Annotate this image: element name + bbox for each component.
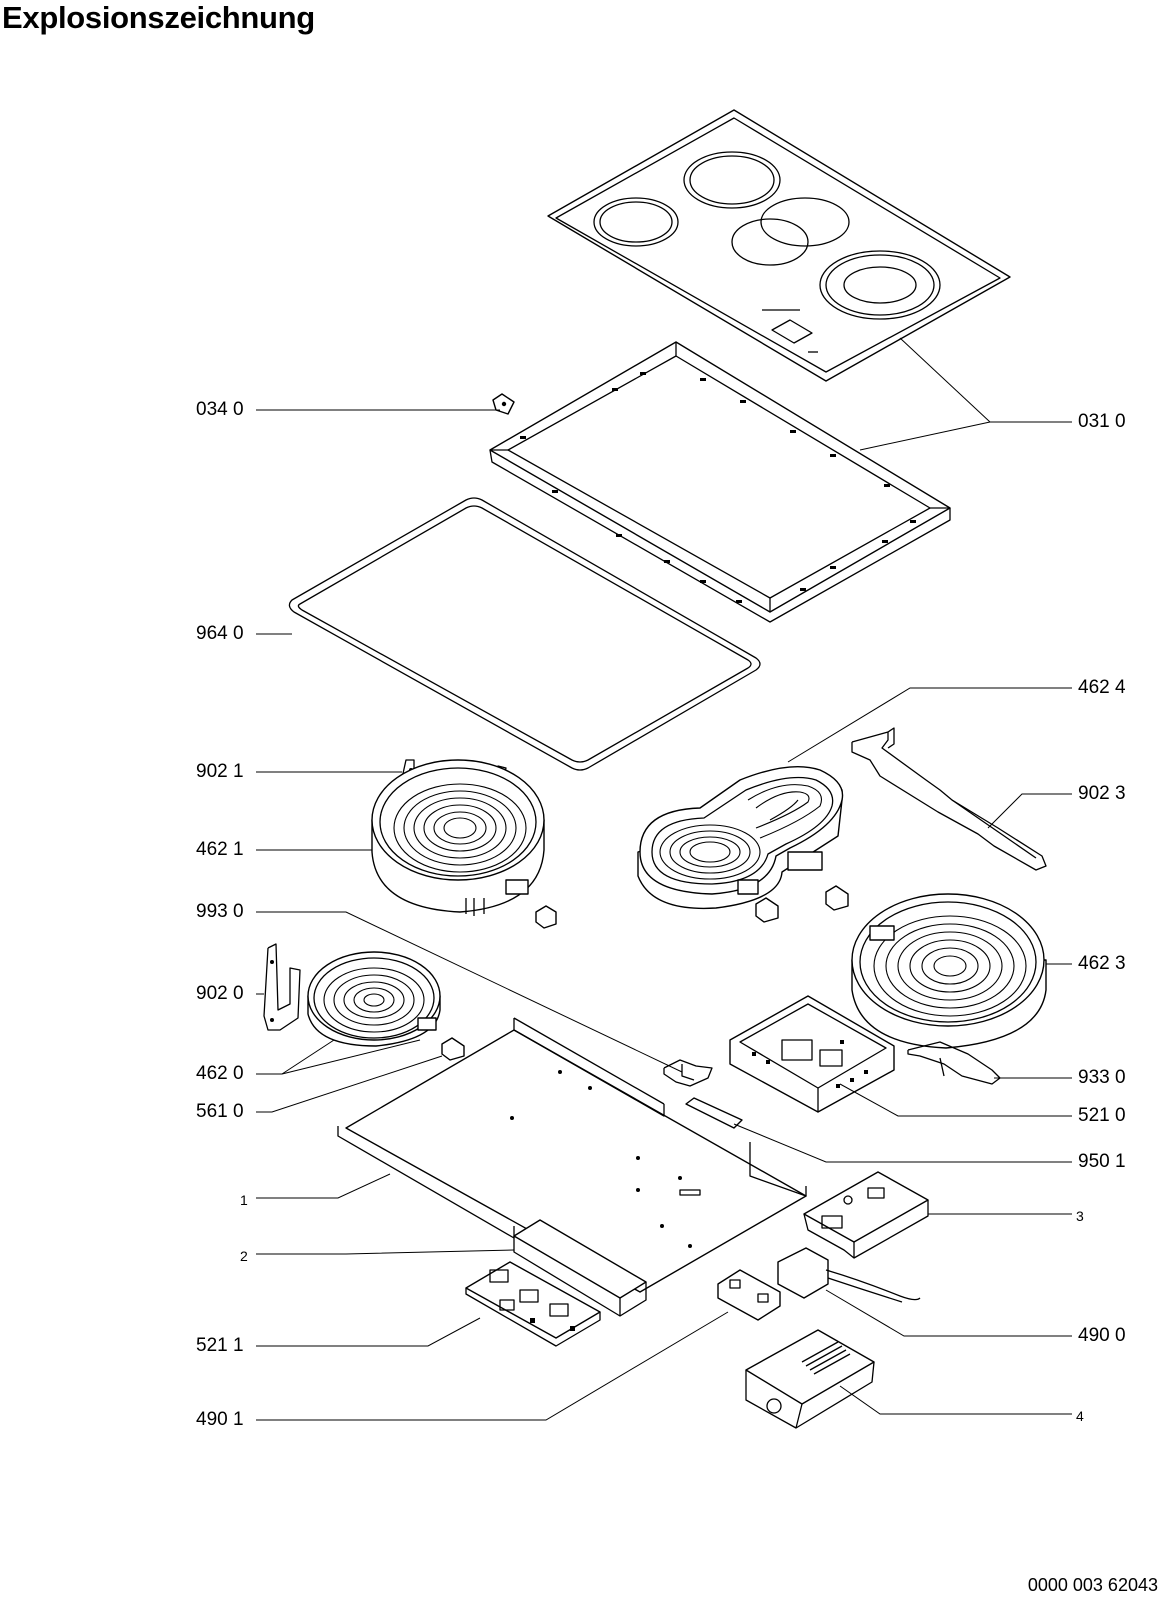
channel-part-2 [513, 1219, 647, 1317]
callout-9930: 993 0 [196, 901, 244, 922]
callout-4620: 462 0 [196, 1063, 244, 1084]
callout-4901: 490 1 [196, 1409, 244, 1430]
callout-1: 1 [240, 1192, 248, 1208]
callout-9640: 964 0 [196, 623, 244, 644]
callout-0340: 034 0 [196, 399, 244, 420]
trim-strip-9501 [685, 1097, 743, 1129]
callout-4900: 490 0 [1078, 1325, 1126, 1346]
radiant-heater-4623 [851, 893, 1047, 1049]
clip-9930 [663, 1059, 713, 1087]
frame-seal [288, 497, 761, 771]
housing-part-3 [803, 1171, 929, 1259]
diagram-title: Explosionszeichnung [2, 0, 315, 35]
cooktop-frame [489, 341, 951, 623]
callout-9023: 902 3 [1078, 783, 1126, 804]
bracket-9020 [263, 943, 301, 1031]
terminal-housing-5210 [729, 995, 895, 1113]
callout-9021: 902 1 [196, 761, 244, 782]
callout-9020: 902 0 [196, 983, 244, 1004]
callout-0310: 031 0 [1078, 411, 1126, 432]
callout-2: 2 [240, 1248, 248, 1264]
bracket-9330 [907, 1041, 1001, 1085]
callout-4621: 462 1 [196, 839, 244, 860]
glass-cooktop [547, 109, 1011, 382]
callout-9501: 950 1 [1078, 1151, 1126, 1172]
radiant-heater-4620 [307, 951, 465, 1061]
document-number: 0000 003 62043 [1027, 1575, 1158, 1595]
callout-4623: 462 3 [1078, 953, 1126, 974]
callout-3: 3 [1076, 1208, 1084, 1224]
connector-4901 [717, 1269, 781, 1321]
connector-4900 [777, 1247, 921, 1303]
callout-4: 4 [1076, 1408, 1084, 1424]
callout-4624: 462 4 [1078, 677, 1126, 698]
dual-radiant-heater-4624 [637, 766, 849, 923]
callout-5210: 521 0 [1078, 1105, 1126, 1126]
control-board-5211 [465, 1261, 601, 1347]
radiant-heater-4621 [371, 759, 557, 929]
leader-lines [256, 337, 1072, 1421]
cover-box-part-4 [745, 1329, 875, 1429]
callout-5610: 561 0 [196, 1101, 244, 1122]
callout-9330: 933 0 [1078, 1067, 1126, 1088]
bracket-9023 [851, 727, 1047, 871]
callout-5211: 521 1 [196, 1335, 244, 1356]
